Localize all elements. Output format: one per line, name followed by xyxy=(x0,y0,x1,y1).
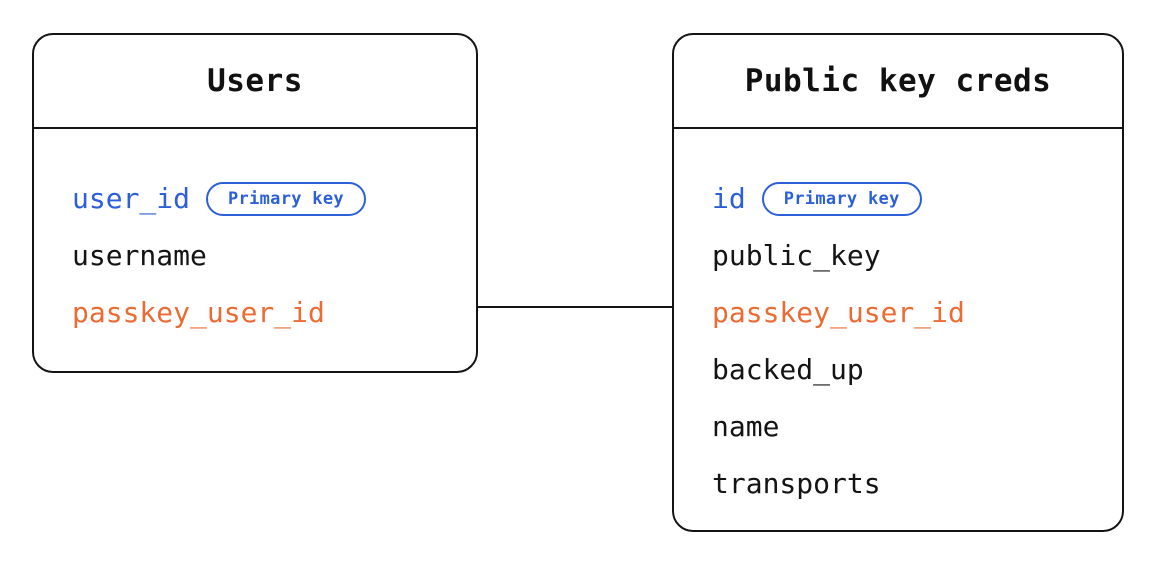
entity-users-title: Users xyxy=(207,63,303,99)
field-name-id: id xyxy=(712,181,746,215)
primary-key-badge: Primary key xyxy=(761,181,922,216)
field-row[interactable]: public_key xyxy=(712,227,1122,284)
field-name-public-key: public_key xyxy=(712,238,881,272)
field-row[interactable]: backed_up xyxy=(712,341,1122,398)
entity-public-key-creds[interactable]: Public key creds id Primary key public_k… xyxy=(672,33,1124,532)
field-row[interactable]: username xyxy=(72,227,476,284)
field-row[interactable]: passkey_user_id xyxy=(72,284,476,341)
field-name-passkey-user-id: passkey_user_id xyxy=(712,295,965,329)
entity-users-field-list: user_id Primary key username passkey_use… xyxy=(34,127,476,371)
field-row[interactable]: name xyxy=(712,398,1122,455)
entity-public-key-creds-field-list: id Primary key public_key passkey_user_i… xyxy=(674,127,1122,530)
field-name-passkey-user-id: passkey_user_id xyxy=(72,295,325,329)
entity-users-header-divider xyxy=(34,127,476,129)
relationship-connector-line[interactable] xyxy=(478,306,672,308)
field-name-backed-up: backed_up xyxy=(712,352,864,386)
field-name-name: name xyxy=(712,409,780,443)
field-name-user-id: user_id xyxy=(72,181,191,215)
field-row[interactable]: id Primary key xyxy=(712,170,1122,227)
primary-key-badge: Primary key xyxy=(206,181,366,216)
entity-public-key-creds-header-divider xyxy=(674,127,1122,129)
entity-public-key-creds-title: Public key creds xyxy=(744,63,1052,99)
field-row[interactable]: user_id Primary key xyxy=(72,170,476,227)
field-name-transports: transports xyxy=(712,466,881,500)
entity-users[interactable]: Users user_id Primary key username passk… xyxy=(32,33,478,373)
field-name-username: username xyxy=(72,238,207,272)
field-row[interactable]: passkey_user_id xyxy=(712,284,1122,341)
field-row[interactable]: transports xyxy=(712,455,1122,512)
